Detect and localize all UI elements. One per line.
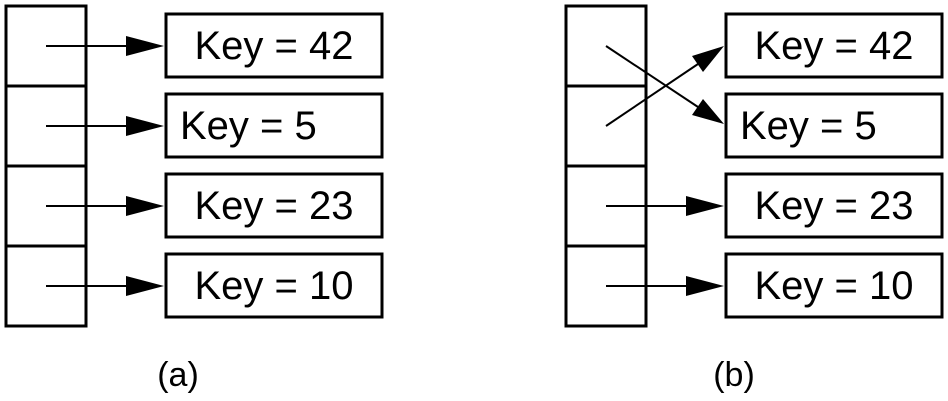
arrow-head [126, 196, 164, 216]
key-box [164, 172, 384, 239]
key-label: Key = 23 [754, 184, 913, 228]
arrow-head [692, 99, 724, 124]
pointer-arrows-b [605, 45, 724, 296]
arrow-head [126, 116, 164, 136]
arrow-head [686, 276, 724, 296]
key-record: Key = 10 [724, 252, 944, 319]
pointer-arrows-a [46, 36, 164, 296]
key-record: Key = 42 [164, 12, 384, 79]
key-label: Key = 10 [194, 264, 353, 308]
key-box [724, 172, 944, 239]
key-record: Key = 5 [164, 92, 384, 159]
key-label: Key = 5 [740, 104, 877, 148]
key-label: Key = 5 [180, 104, 317, 148]
arrow-head [126, 36, 164, 56]
key-box [724, 92, 944, 159]
pointer-arrow [605, 45, 699, 108]
key-record: Key = 23 [164, 172, 384, 239]
key-label: Key = 10 [754, 264, 913, 308]
key-label: Key = 42 [754, 24, 913, 68]
key-record: Key = 42 [724, 12, 944, 79]
key-record: Key = 5 [724, 92, 944, 159]
panel-caption: (a) [157, 356, 199, 394]
key-box [164, 252, 384, 319]
arrow-head [692, 46, 724, 72]
panel-caption: (b) [713, 356, 755, 394]
pointer-arrow [605, 63, 699, 127]
key-box [164, 92, 384, 159]
panel-a: Key = 42 Key = 5 Key = 23 Key = 10 [4, 4, 384, 394]
key-record: Key = 23 [724, 172, 944, 239]
key-record: Key = 10 [164, 252, 384, 319]
key-label: Key = 42 [194, 24, 353, 68]
pointer-array-b [564, 4, 648, 328]
key-box [724, 252, 944, 319]
key-box [724, 12, 944, 79]
pointer-array-a [4, 4, 88, 328]
arrow-head [126, 276, 164, 296]
key-box [164, 12, 384, 79]
key-label: Key = 23 [194, 184, 353, 228]
key-records-b: Key = 42 Key = 5 Key = 23 Key = 10 [724, 12, 944, 319]
arrow-head [686, 196, 724, 216]
panel-b: Key = 42 Key = 5 Key = 23 Key = 10 [564, 4, 944, 394]
key-records-a: Key = 42 Key = 5 Key = 23 Key = 10 [164, 12, 384, 319]
